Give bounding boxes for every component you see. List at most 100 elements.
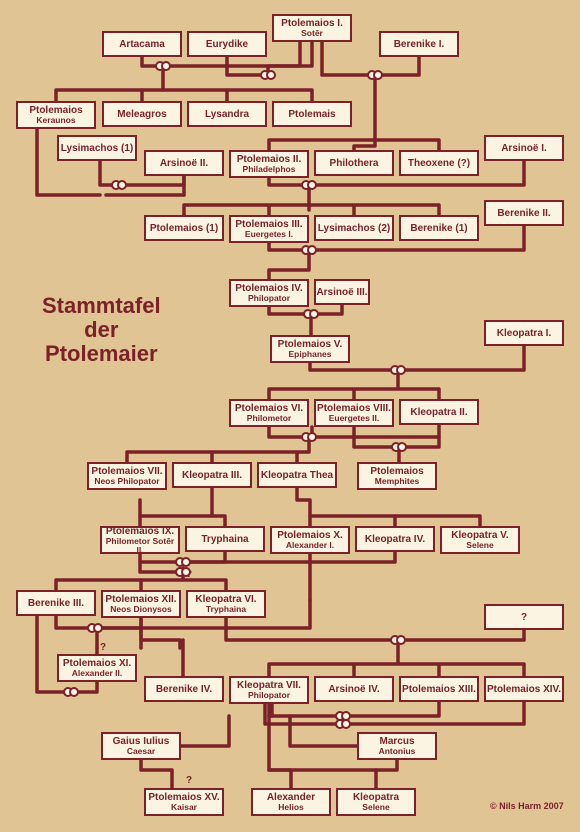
person-epithet: Neos Dionysos — [110, 604, 172, 614]
connector-line-51 — [267, 638, 526, 678]
person-name: Ptolemaios (1) — [149, 222, 219, 234]
person-name: Berenike II. — [497, 207, 551, 219]
person-epithet: Memphites — [374, 476, 420, 486]
person-meleagros: Meleagros — [102, 101, 182, 127]
marriage-rings-14 — [63, 687, 79, 697]
person-name: Ptolemaios I. — [281, 18, 343, 29]
person-name: Ptolemais — [288, 108, 336, 120]
person-name: Kleopatra VII. — [237, 680, 301, 691]
connector-line-4 — [320, 40, 374, 77]
person-epithet: Selene — [466, 540, 494, 550]
person-epithet: Caesar — [126, 746, 156, 756]
person-kleopatra-5: Kleopatra V.Selene — [440, 526, 520, 554]
connector-line-20 — [267, 241, 308, 252]
person-name: Kleopatra V. — [451, 530, 509, 541]
person-epithet: Alexander II. — [71, 668, 123, 678]
person-name: Ptolemaios VI. — [234, 403, 304, 414]
person-name: Berenike I. — [393, 38, 445, 50]
person-name: Ptolemaios V. — [277, 339, 343, 350]
connector-line-36 — [295, 486, 312, 528]
marriage-rings-13 — [390, 635, 406, 645]
connector-line-44 — [54, 614, 94, 630]
person-epithet: Philometor Sotēr II. — [105, 535, 175, 555]
person-kleopatra-2: Kleopatra II. — [399, 399, 479, 425]
person-name: Meleagros — [117, 108, 167, 120]
person-ptolemaios-5: Ptolemaios V.Epiphanes — [270, 335, 350, 363]
connector-line-3 — [225, 55, 270, 77]
person-epithet: Euergetes II. — [328, 413, 380, 423]
person-name: Ptolemaios XV. — [148, 792, 220, 803]
person-ptolemaios-4: Ptolemaios IV.Philopator — [229, 279, 309, 307]
marriage-rings-3 — [111, 180, 127, 190]
person-epithet: Epiphanes — [288, 349, 332, 359]
uncertain-mark: ? — [186, 775, 192, 786]
connector-line-63 — [267, 768, 378, 790]
person-kleopatra-4: Kleopatra IV. — [355, 526, 435, 552]
person-name: Arsinoë III. — [316, 286, 368, 298]
person-ptolemaios-13: Ptolemaios XIII. — [399, 676, 479, 702]
connector-line-57 — [267, 702, 342, 718]
person-name: Alexander — [266, 792, 316, 803]
person-epithet: Neos Philopator — [94, 476, 160, 486]
connector-line-10 — [352, 138, 441, 152]
person-epithet: Keraunos — [36, 115, 76, 125]
person-name: Ptolemaios XIII. — [402, 683, 476, 695]
person-name: Ptolemaios VIII. — [317, 403, 391, 414]
connector-line-64 — [374, 758, 399, 772]
person-philothera: Philothera — [314, 150, 394, 176]
connector-line-32 — [352, 425, 441, 449]
connector-line-27 — [399, 344, 526, 372]
person-name: Ptolemaios IV. — [235, 283, 303, 294]
connector-line-16 — [267, 176, 308, 187]
connector-line-59 — [263, 700, 526, 726]
person-lysimachos-2: Lysimachos (2) — [314, 215, 394, 241]
connector-line-66 — [288, 714, 359, 748]
person-berenike-4: Berenike IV. — [144, 676, 224, 702]
connector-line-65 — [179, 714, 231, 748]
person-name: Kleopatra II. — [410, 406, 468, 418]
person-name: Arsinoë IV. — [328, 683, 380, 695]
connector-line-55 — [35, 614, 70, 694]
person-epithet: Philopator — [247, 293, 291, 303]
person-kleopatra-3: Kleopatra III. — [172, 462, 252, 488]
person-name: Ptolemaios III. — [235, 219, 303, 230]
person-berenike-3: Berenike III. — [16, 590, 96, 616]
connector-line-11 — [35, 127, 102, 197]
marriage-rings-15 — [335, 711, 351, 721]
person-name: Kleopatra — [352, 792, 400, 803]
marriage-rings-1 — [260, 70, 276, 80]
connector-line-38 — [138, 552, 182, 564]
person-name: Ptolemaios II. — [236, 154, 302, 165]
person-epithet: Alexander I. — [285, 540, 335, 550]
person-name: Kleopatra VI. — [195, 594, 257, 605]
person-ptolemaios-6: Ptolemaios VI.Philometor — [229, 399, 309, 427]
person-name: Tryphaina — [201, 533, 249, 545]
connector-line-22 — [267, 248, 311, 281]
connector-line-49 — [224, 626, 397, 642]
person-kleopatra-1: Kleopatra I. — [484, 320, 564, 346]
connector-line-62 — [267, 714, 293, 790]
marriage-rings-11 — [175, 567, 191, 577]
person-name: Ptolemaios XIV. — [486, 683, 562, 695]
person-kleopatra-thea: Kleopatra Thea — [257, 462, 337, 488]
person-epithet: Euergetes I. — [244, 229, 294, 239]
connector-line-9 — [267, 73, 377, 152]
person-name: Ptolemaios XI. — [62, 658, 132, 669]
person-name: Artacama — [119, 38, 165, 50]
person-name: ? — [520, 611, 528, 623]
connector-line-8 — [140, 88, 229, 103]
person-name: Ptolemaios VII. — [91, 466, 163, 477]
person-epithet: Antonius — [378, 746, 416, 756]
person-ptolemaios-10: Ptolemaios X.Alexander I. — [270, 526, 350, 554]
marriage-rings-5 — [301, 245, 317, 255]
person-lysimachos-1: Lysimachos (1) — [57, 135, 137, 161]
connector-line-5 — [376, 55, 421, 77]
connector-line-18 — [182, 183, 441, 217]
connector-line-31 — [125, 435, 311, 464]
person-ptolemais: Ptolemais — [272, 101, 352, 127]
connector-line-48 — [139, 626, 182, 650]
person-name: Berenike III. — [27, 597, 85, 609]
